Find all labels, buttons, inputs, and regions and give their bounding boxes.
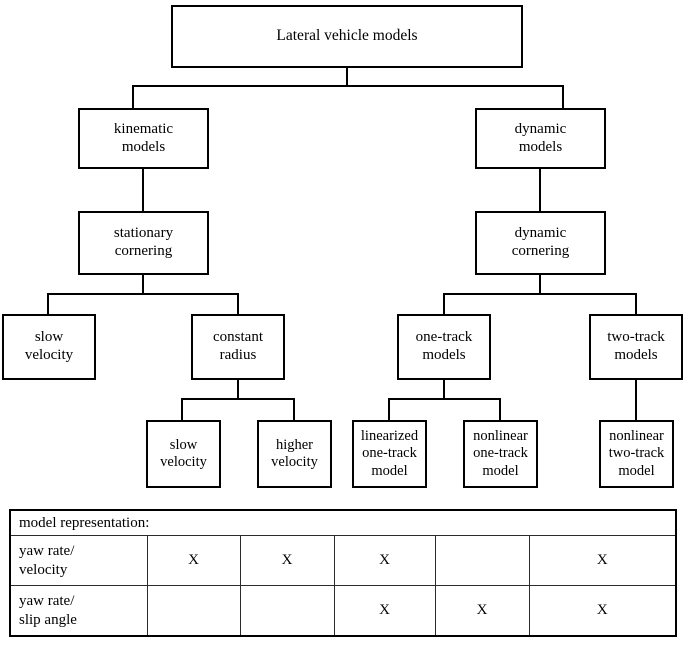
edge-stationary-stem bbox=[142, 275, 144, 294]
node-cr-slow-velocity-label: slow velocity bbox=[160, 436, 207, 470]
cell-r1-c3: X bbox=[434, 585, 530, 635]
edge-dynamic-to-two-track bbox=[635, 293, 637, 315]
node-linearized-one-track-model[interactable]: linearized one-track model bbox=[352, 420, 427, 488]
table-header-row: model representation: bbox=[11, 511, 675, 537]
cell-r0-c2: X bbox=[333, 535, 436, 587]
node-stationary-cornering[interactable]: stationary cornering bbox=[78, 211, 209, 275]
node-two-track-models-label: two-track models bbox=[607, 329, 665, 363]
node-dynamic-models-label: dynamic models bbox=[514, 120, 567, 155]
table-header-cell: model representation: bbox=[11, 511, 675, 537]
cell-r1-c2: X bbox=[333, 585, 436, 635]
node-cr-higher-velocity[interactable]: higher velocity bbox=[257, 420, 332, 488]
edge-one-track-stem bbox=[443, 380, 445, 399]
edge-root-to-kinematic bbox=[132, 85, 134, 109]
edge-dynamic-to-one-track bbox=[443, 293, 445, 315]
node-constant-radius-label: constant radius bbox=[213, 329, 263, 363]
node-one-track-models[interactable]: one-track models bbox=[397, 314, 491, 380]
table-row: yaw rate/ velocity X X X X bbox=[11, 535, 675, 587]
edge-ot-to-linearized bbox=[388, 398, 390, 420]
edge-one-track-bus bbox=[388, 398, 501, 400]
node-stationary-cornering-label: stationary cornering bbox=[113, 225, 174, 259]
node-dynamic-models[interactable]: dynamic models bbox=[475, 108, 606, 169]
model-representation-table: model representation: yaw rate/ velocity… bbox=[9, 509, 677, 637]
table-row: yaw rate/ slip angle X X X bbox=[11, 585, 675, 635]
cell-r1-c4: X bbox=[528, 585, 675, 635]
edge-dynamic-cornering-stem bbox=[539, 275, 541, 294]
node-dynamic-cornering-label: dynamic cornering bbox=[511, 225, 570, 259]
edge-stationary-to-constant-radius bbox=[237, 293, 239, 315]
row-label-yaw-rate-velocity: yaw rate/ velocity bbox=[11, 535, 148, 587]
edge-root-bus bbox=[132, 85, 564, 87]
cell-r0-c0: X bbox=[146, 535, 241, 587]
node-root[interactable]: Lateral vehicle models bbox=[171, 5, 523, 68]
row-label-yaw-rate-slip-angle: yaw rate/ slip angle bbox=[11, 585, 148, 635]
node-two-track-models[interactable]: two-track models bbox=[589, 314, 683, 380]
node-nonlinear-two-track-model-label: nonlinear two-track model bbox=[608, 428, 665, 479]
node-cr-slow-velocity[interactable]: slow velocity bbox=[146, 420, 221, 488]
edge-dynamic-cornering-bus bbox=[443, 293, 637, 295]
edge-root-to-dynamic bbox=[562, 85, 564, 109]
edge-ot-to-nonlinear bbox=[499, 398, 501, 420]
edge-stationary-to-slow-velocity bbox=[47, 293, 49, 315]
edge-cr-to-slow-velocity bbox=[181, 398, 183, 420]
edge-kinematic-to-stationary bbox=[142, 169, 144, 211]
node-root-label: Lateral vehicle models bbox=[276, 27, 418, 45]
cell-r0-c4: X bbox=[528, 535, 675, 587]
edge-stationary-bus bbox=[47, 293, 239, 295]
node-slow-velocity-label: slow velocity bbox=[24, 329, 74, 363]
edge-constant-radius-bus bbox=[181, 398, 295, 400]
node-nonlinear-one-track-model[interactable]: nonlinear one-track model bbox=[463, 420, 538, 488]
edge-dynamic-to-dynamic-cornering bbox=[539, 169, 541, 211]
edge-root-stem bbox=[346, 68, 348, 86]
cell-r1-c1 bbox=[239, 585, 335, 635]
cell-r0-c3 bbox=[434, 535, 530, 587]
node-kinematic-models-label: kinematic models bbox=[113, 120, 174, 155]
node-kinematic-models[interactable]: kinematic models bbox=[78, 108, 209, 169]
cell-r0-c1: X bbox=[239, 535, 335, 587]
node-nonlinear-one-track-model-label: nonlinear one-track model bbox=[473, 428, 528, 479]
edge-two-track-to-nonlinear bbox=[635, 380, 637, 420]
node-cr-higher-velocity-label: higher velocity bbox=[271, 436, 318, 470]
node-linearized-one-track-model-label: linearized one-track model bbox=[360, 428, 419, 479]
node-dynamic-cornering[interactable]: dynamic cornering bbox=[475, 211, 606, 275]
node-constant-radius[interactable]: constant radius bbox=[191, 314, 285, 380]
node-one-track-models-label: one-track models bbox=[415, 329, 473, 363]
node-slow-velocity[interactable]: slow velocity bbox=[2, 314, 96, 380]
cell-r1-c0 bbox=[146, 585, 241, 635]
edge-cr-to-higher-velocity bbox=[293, 398, 295, 420]
node-nonlinear-two-track-model[interactable]: nonlinear two-track model bbox=[599, 420, 674, 488]
edge-constant-radius-stem bbox=[237, 380, 239, 399]
